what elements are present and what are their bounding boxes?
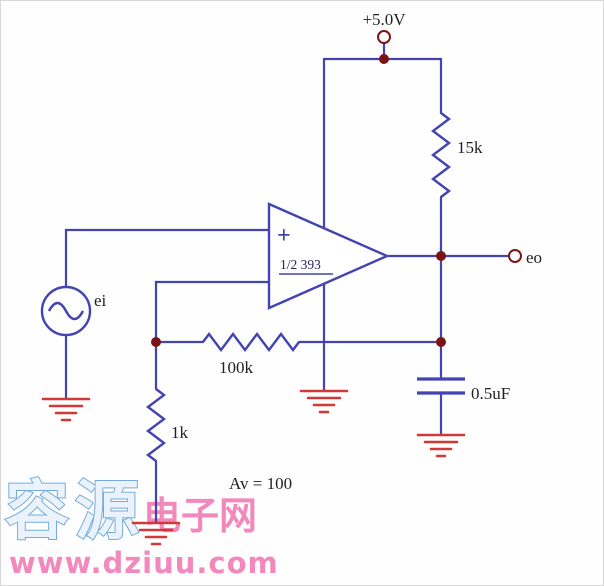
power-supply: +5.0V (362, 10, 406, 44)
junction-dot (379, 54, 389, 64)
wire-inv-input (154, 280, 271, 344)
watermark-url: www.dziuu.com (9, 546, 279, 580)
resistor-zigzag (202, 332, 300, 352)
watermark: 容源 电子网 www.dziuu.com (4, 474, 279, 580)
watermark-brand-suffix: 电子网 (143, 494, 257, 538)
output-terminal: eo (508, 248, 542, 267)
ground-symbol (41, 397, 91, 422)
gain-resistor-1k: 1k (146, 388, 189, 462)
ground-symbol (416, 433, 466, 458)
pullup-resistor-15k: 15k (431, 112, 483, 198)
capacitor-label: 0.5uF (471, 384, 510, 403)
junction-dot (151, 337, 161, 347)
feedback-resistor-100k: 100k (202, 332, 300, 377)
resistor-1k-label: 1k (171, 423, 189, 442)
opamp-noninverting-mark: + (277, 223, 291, 249)
junction-dot (436, 337, 446, 347)
opamp-triangle (267, 202, 390, 310)
gain-note: Av = 100 (229, 474, 292, 493)
resistor-100k-label: 100k (219, 358, 254, 377)
junction-dots (151, 54, 446, 347)
wire-noninv-input (64, 228, 271, 289)
watermark-brand-cn: 容源 (5, 475, 145, 549)
output-terminal-circle (508, 249, 522, 263)
resistor-15k-label: 15k (457, 138, 483, 157)
output-capacitor: 0.5uF (417, 377, 510, 403)
opamp-name-label: 1/2 393 (280, 257, 321, 272)
resistor-zigzag (146, 388, 166, 462)
resistor-zigzag (431, 112, 451, 198)
input-source: ei (40, 285, 107, 337)
junction-dot (436, 251, 446, 261)
ground-symbol (299, 389, 349, 414)
supply-terminal (377, 30, 391, 44)
output-label: eo (526, 248, 542, 267)
source-circle (40, 285, 92, 337)
opamp: + 1/2 393 (267, 202, 390, 310)
supply-voltage-label: +5.0V (362, 10, 406, 29)
source-label: ei (94, 291, 107, 310)
sine-wave-icon (47, 301, 85, 321)
